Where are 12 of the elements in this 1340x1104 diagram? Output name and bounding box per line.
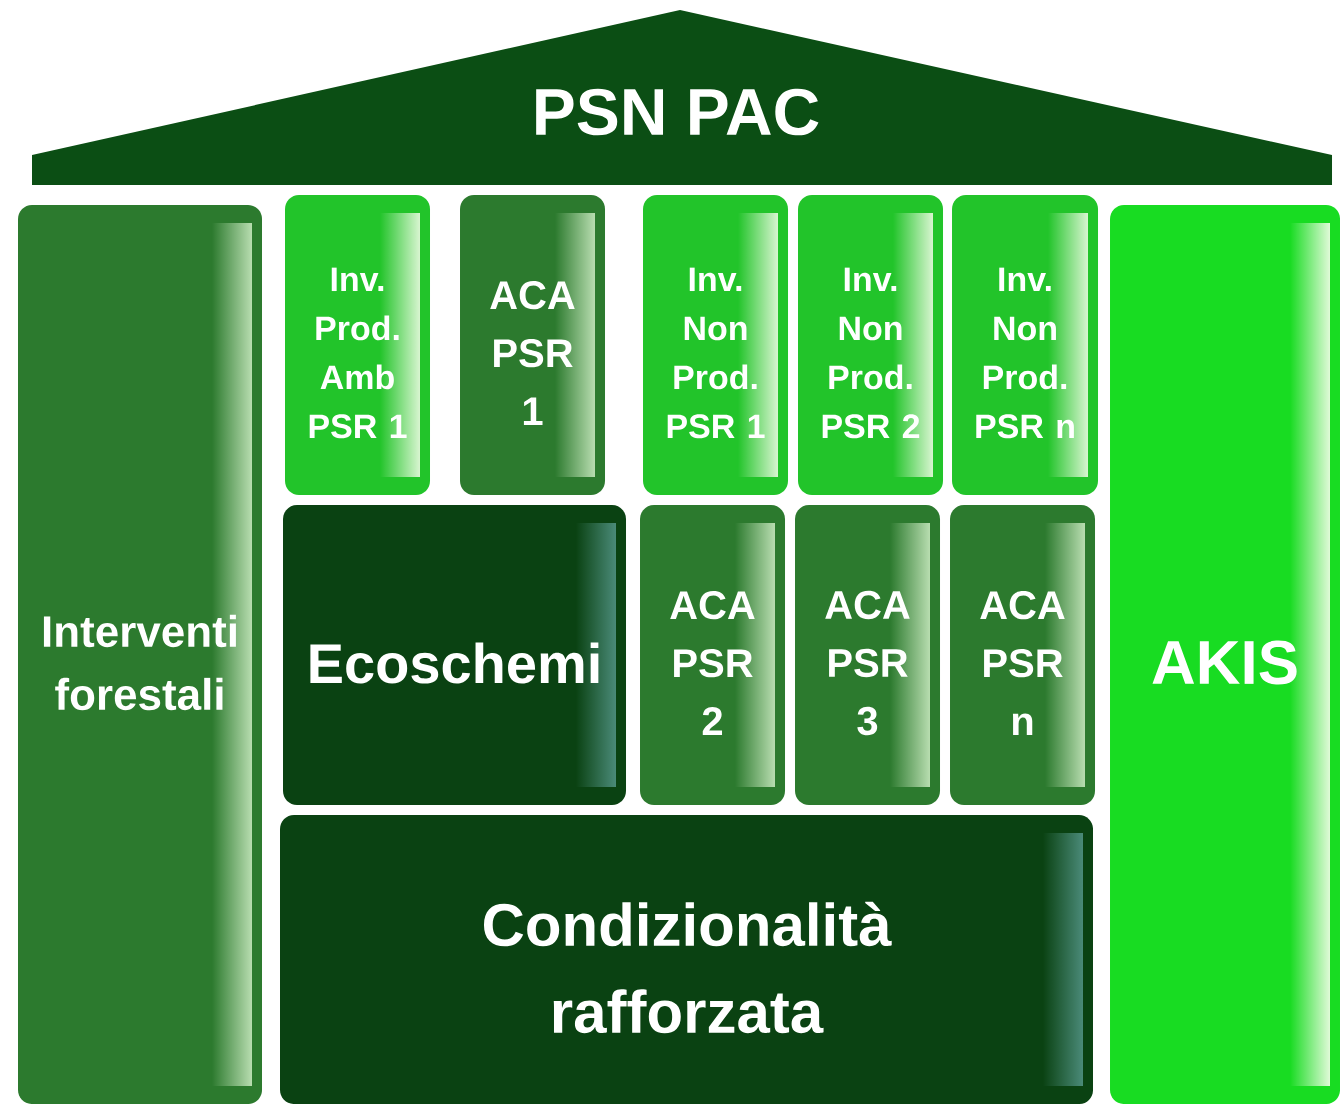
- block-box: Inv. Non Prod. PSR 2: [798, 195, 943, 495]
- block-box: ACA PSR 2: [640, 505, 785, 805]
- block-box: ACA PSR n: [950, 505, 1095, 805]
- block-box: Ecoschemi: [283, 505, 626, 805]
- block-box: ACA PSR 1: [460, 195, 605, 495]
- foundation-box: Condizionalità rafforzata: [280, 815, 1093, 1104]
- block-box: Inv. Non Prod. PSR 1: [643, 195, 788, 495]
- pillar-box: Interventi forestali: [18, 205, 262, 1104]
- pillar-box: AKIS: [1110, 205, 1340, 1104]
- block-box: Inv. Non Prod. PSR n: [952, 195, 1098, 495]
- block-box: ACA PSR 3: [795, 505, 940, 805]
- block-box: Inv. Prod. Amb PSR 1: [285, 195, 430, 495]
